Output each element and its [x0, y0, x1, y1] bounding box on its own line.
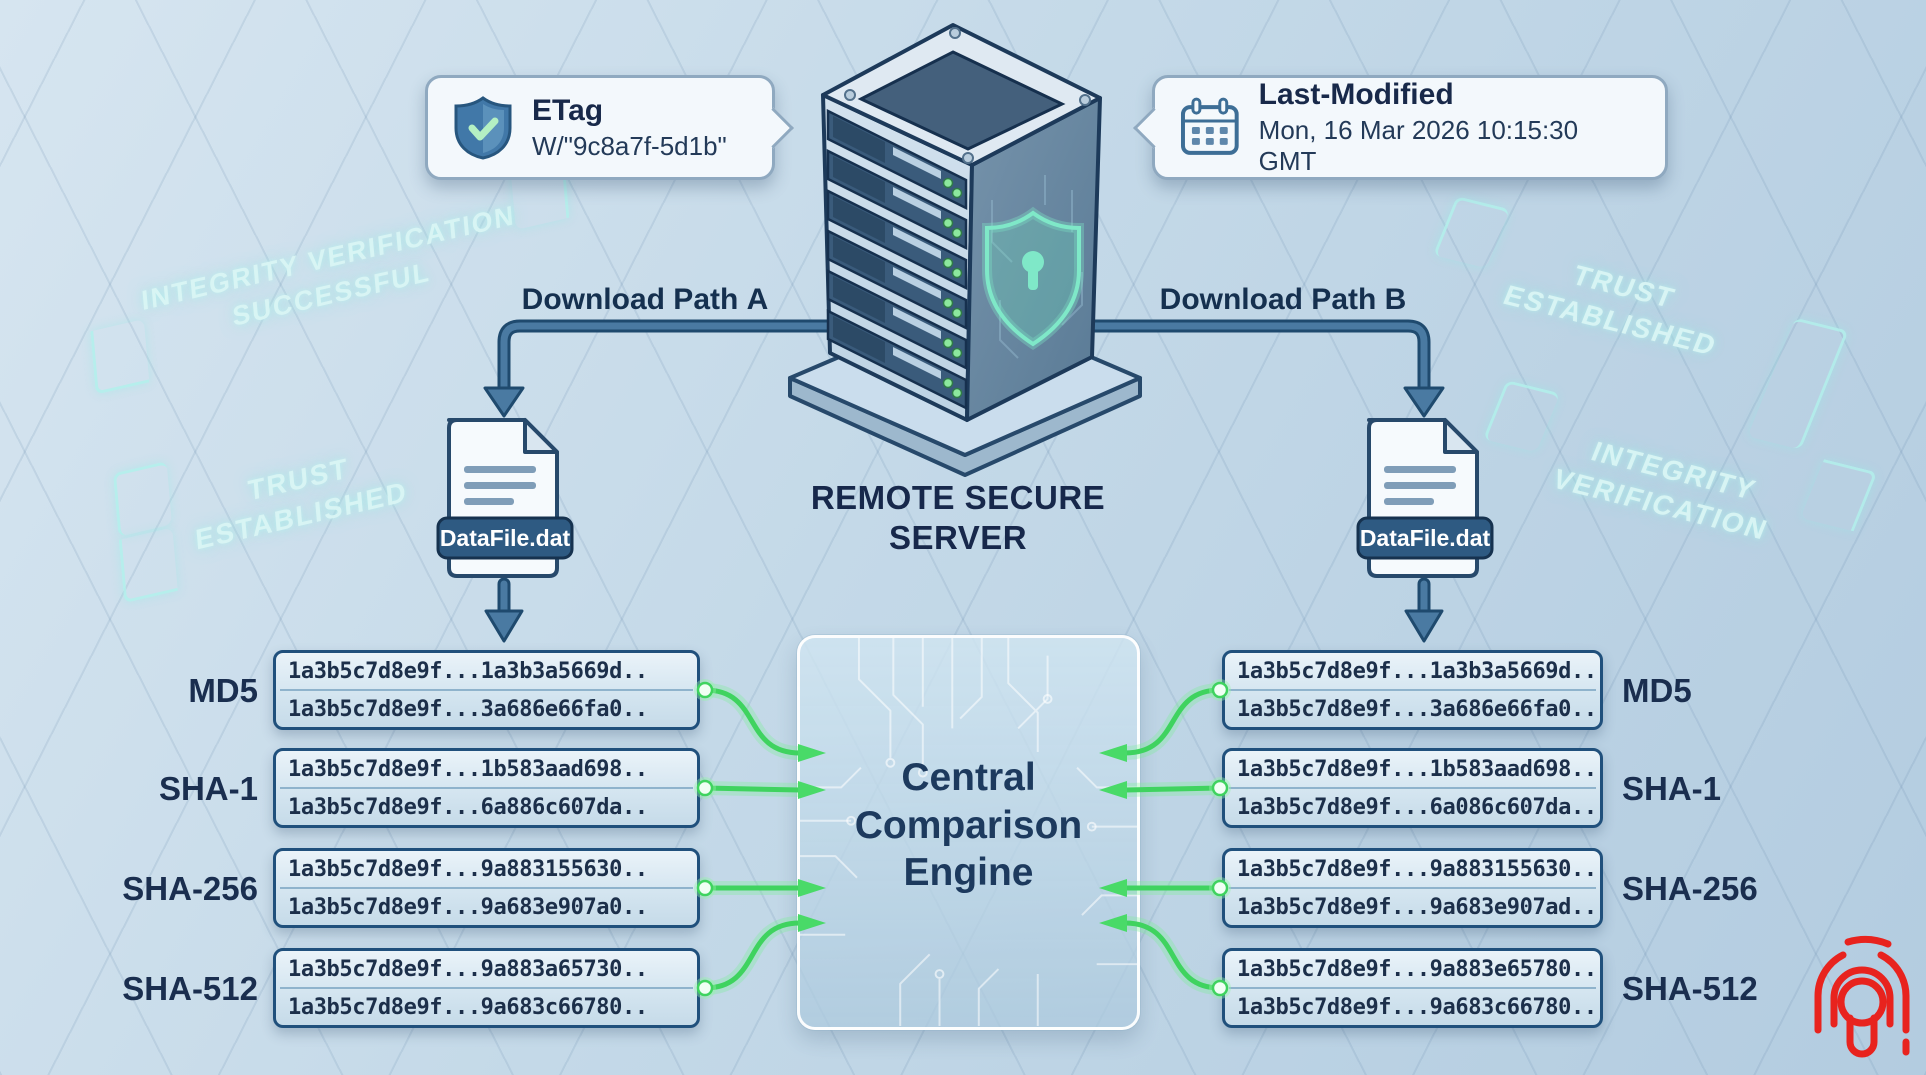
divider [1229, 987, 1596, 989]
divider [1229, 689, 1596, 691]
watermark-trust-established-left: TRUST ESTABLISHED [112, 428, 450, 603]
scan-bracket-icon [90, 318, 150, 395]
hash-value: 1a3b5c7d8e9f...3a686e66fa0.. [1237, 697, 1597, 722]
path-variant: A [746, 283, 769, 316]
central-comparison-engine: Central Comparison Engine [797, 635, 1140, 1030]
last-modified-callout: Last-Modified Mon, 16 Mar 2026 10:15:30 … [1152, 75, 1668, 180]
hash-value: 1a3b5c7d8e9f...1a3b3a5669d.. [1237, 659, 1597, 684]
file-name-label: DataFile.dat [440, 525, 571, 551]
hash-algo-label: MD5 [1622, 672, 1692, 709]
hash-box: 1a3b5c7d8e9f...1a3b3a5669d.. 1a3b5c7d8e9… [273, 650, 700, 730]
hash-algo-label: SHA-1 [158, 770, 258, 807]
hash-value: 1a3b5c7d8e9f...9a883155630.. [288, 857, 648, 882]
hash-box: 1a3b5c7d8e9f...1a3b3a5669d.. 1a3b5c7d8e9… [1222, 650, 1603, 730]
server-label-line: REMOTE SECURE [810, 479, 1106, 516]
hash-algo-label: SHA-256 [1622, 870, 1758, 907]
divider [280, 787, 693, 789]
hash-box: 1a3b5c7d8e9f...1b583aad698.. 1a3b5c7d8e9… [1222, 748, 1603, 828]
path-variant: B [1384, 283, 1407, 316]
hash-value: 1a3b5c7d8e9f...1b583aad698.. [1237, 757, 1597, 782]
hash-value: 1a3b5c7d8e9f...9a883155630.. [1237, 857, 1597, 882]
calendar-icon [1180, 97, 1239, 155]
file-icon-right: DataFile.dat [1356, 418, 1494, 578]
etag-callout: ETag W/"9c8a7f-5d1b" [425, 75, 775, 180]
hash-algo-label: SHA-512 [122, 970, 258, 1007]
hash-value: 1a3b5c7d8e9f...9a683e907ad.. [1237, 895, 1597, 920]
hash-box: 1a3b5c7d8e9f...9a883a65730.. 1a3b5c7d8e9… [273, 948, 700, 1028]
hash-value: 1a3b5c7d8e9f...6a886c607da.. [288, 795, 648, 820]
divider [280, 987, 693, 989]
shield-lock-icon [982, 206, 1084, 350]
engine-label-line: Engine [903, 851, 1034, 895]
file-name-label: DataFile.dat [1360, 525, 1491, 551]
hash-value: 1a3b5c7d8e9f...9a883a65730.. [288, 957, 648, 982]
path-label-text: Download Path [521, 283, 747, 316]
hash-value: 1a3b5c7d8e9f...9a683c66780.. [288, 995, 648, 1020]
divider [1229, 787, 1596, 789]
watermark-integrity-verification-successful: INTEGRITY VERIFICATION SUCCESSFUL [90, 154, 570, 395]
server-label-line: SERVER [888, 519, 1028, 557]
server-illustration [788, 23, 1142, 477]
hash-algo-label: MD5 [188, 672, 258, 709]
engine-label: Central Comparison Engine [800, 624, 1137, 1027]
hash-value: 1a3b5c7d8e9f...9a683c66780.. [1237, 995, 1597, 1020]
callout-value: Mon, 16 Mar 2026 10:15:30 GMT [1258, 115, 1579, 176]
scan-bracket-icon [118, 527, 178, 603]
hash-box: 1a3b5c7d8e9f...1b583aad698.. 1a3b5c7d8e9… [273, 748, 700, 828]
download-path-b-arrow [1068, 319, 1445, 418]
hash-box: 1a3b5c7d8e9f...9a883155630.. 1a3b5c7d8e9… [273, 848, 700, 928]
divider [280, 689, 693, 691]
server-label: REMOTE SECURE SERVER [758, 478, 1158, 559]
scan-bracket-icon [112, 461, 173, 537]
engine-label-line: Comparison [854, 803, 1083, 847]
hash-algo-label: SHA-256 [122, 870, 258, 907]
callout-value: W/"9c8a7f-5d1b" [532, 130, 727, 161]
engine-label-line: Central [901, 756, 1036, 800]
hash-value: 1a3b5c7d8e9f...6a086c607da.. [1237, 795, 1597, 820]
callout-title: Last-Modified [1258, 78, 1454, 111]
divider [1229, 887, 1596, 889]
file-to-hash-arrow-left [484, 577, 524, 643]
path-label-text: Download Path [1159, 283, 1385, 316]
scan-bracket-icon [1800, 459, 1878, 532]
download-path-a-arrow [483, 319, 867, 418]
callout-title: ETag [532, 93, 604, 127]
hash-value: 1a3b5c7d8e9f...1a3b3a5669d.. [288, 659, 648, 684]
download-path-b-label: Download Path B [1133, 283, 1433, 317]
file-to-hash-arrow-right [1404, 577, 1444, 643]
file-icon-left: DataFile.dat [436, 418, 574, 578]
hash-algo-label: SHA-1 [1622, 770, 1722, 807]
hash-algo-label: SHA-512 [1622, 970, 1758, 1007]
shield-check-icon [454, 95, 512, 160]
hash-value: 1a3b5c7d8e9f...1b583aad698.. [288, 757, 648, 782]
divider [280, 887, 693, 889]
hash-value: 1a3b5c7d8e9f...3a686e66fa0.. [288, 697, 648, 722]
watermark-trust-established-right: TRUST ESTABLISHED [1432, 196, 1849, 450]
hash-value: 1a3b5c7d8e9f...9a683e907a0.. [288, 895, 648, 920]
hash-box: 1a3b5c7d8e9f...9a883155630.. 1a3b5c7d8e9… [1222, 848, 1603, 928]
hash-value: 1a3b5c7d8e9f...9a883e65780.. [1237, 957, 1597, 982]
hash-box: 1a3b5c7d8e9f...9a883e65780.. 1a3b5c7d8e9… [1222, 948, 1603, 1028]
download-path-a-label: Download Path A [495, 283, 795, 317]
